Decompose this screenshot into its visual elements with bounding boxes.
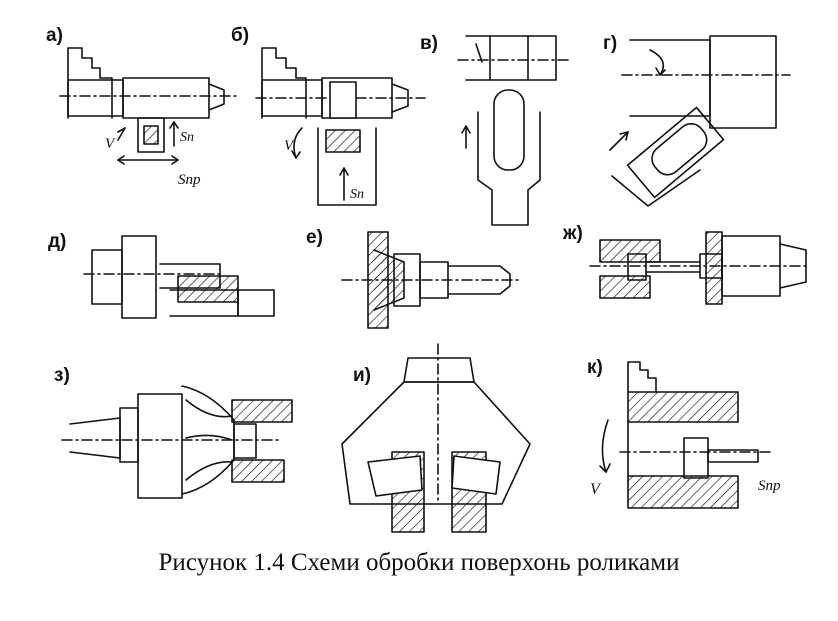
panel-a-v-label: V [105, 136, 116, 152]
panel-a-drawing [59, 47, 241, 165]
panel-b-v-label: V [284, 138, 295, 154]
panel-label-a: а) [46, 25, 63, 46]
panel-k-v-label: V [590, 481, 602, 498]
panel-a-sp-label: Sп [180, 130, 194, 145]
figure-caption: Рисунок 1.4 Схеми обробки поверхонь роли… [158, 549, 680, 576]
panel-e-drawing [341, 231, 521, 329]
panel-label-i: и) [353, 365, 372, 386]
panel-zh-drawing [589, 231, 811, 305]
panel-label-zh: ж) [563, 223, 583, 244]
panel-label-d: д) [48, 231, 67, 252]
panel-d-drawing [83, 235, 275, 319]
panel-b-drawing [255, 47, 426, 206]
panel-i-drawing [341, 343, 531, 533]
panel-label-v: в) [420, 33, 439, 54]
panel-b-sp-label: Sп [350, 187, 364, 202]
panel-label-z: з) [54, 365, 70, 386]
panel-label-k: к) [587, 357, 603, 378]
panel-g-drawing [609, 35, 791, 207]
panel-k-drawing [599, 361, 771, 509]
panel-k-spr-label: Sпр [758, 478, 781, 494]
panel-z-drawing [61, 385, 293, 499]
panel-label-b: б) [231, 25, 250, 46]
panel-a-spr-label: Sпр [178, 172, 201, 188]
panel-v-drawing [457, 35, 571, 226]
panel-label-e: е) [306, 227, 323, 248]
panel-label-g: г) [603, 33, 618, 54]
